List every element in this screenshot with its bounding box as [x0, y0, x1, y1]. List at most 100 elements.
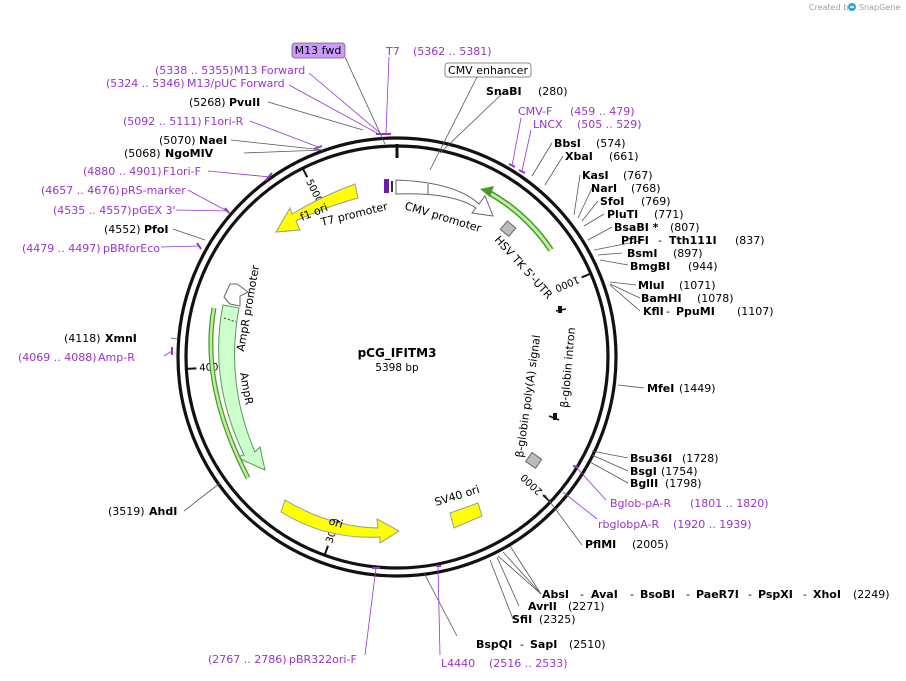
label-avai[interactable]: AvaI — [591, 588, 618, 601]
label-bspqi[interactable]: BspQI — [476, 638, 512, 651]
label-bglii-pos: (1798) — [665, 477, 702, 490]
feature-green-bar-top — [480, 186, 554, 252]
label-f1ori-f[interactable]: F1ori-F — [163, 165, 201, 178]
label-m13f-range: (5338 .. 5355) — [155, 64, 234, 77]
label-amp-r[interactable]: Amp-R — [98, 351, 135, 364]
label-pvuii[interactable]: PvuII — [229, 96, 260, 109]
label-bsabi-pos: (807) — [670, 221, 700, 234]
label-snabi[interactable]: SnaBI — [486, 85, 522, 98]
label-cmv-f[interactable]: CMV-F — [518, 105, 552, 118]
label-l4440-range: (2516 .. 2533) — [489, 657, 568, 670]
label-pfoi[interactable]: PfoI — [144, 223, 169, 236]
label-bsgi[interactable]: BsgI — [630, 465, 657, 478]
label-bglob-pa-r[interactable]: Bglob-pA-R — [610, 497, 672, 510]
feature-ampr-arrow — [208, 304, 266, 480]
label-pluti[interactable]: PluTI — [607, 208, 638, 221]
label-pflmi[interactable]: PflMI — [585, 538, 616, 551]
label-paer7i[interactable]: PaeR7I — [696, 588, 739, 601]
label-bamhi-pos: (1078) — [697, 292, 734, 305]
label-dash-sapi: - — [520, 638, 524, 651]
label-kasi[interactable]: KasI — [582, 169, 609, 182]
feature-bglobin-intron-marks — [548, 306, 567, 421]
feature-label-bglobin-polya: β-globin poly(A) signal — [513, 334, 543, 458]
label-pgex[interactable]: pGEX 3' — [132, 204, 176, 217]
feature-f1-ori-arrow — [275, 183, 359, 233]
label-t7-range: (5362 .. 5381) — [413, 45, 492, 58]
label-dash-avai: - — [580, 588, 584, 601]
label-rbglob-range: (1920 .. 1939) — [673, 518, 752, 531]
label-pflfi[interactable]: PflFI — [621, 234, 649, 247]
label-mlui-pos: (1071) — [679, 279, 716, 292]
label-m13-forward[interactable]: M13 Forward — [234, 64, 305, 77]
label-t7[interactable]: T7 — [385, 45, 400, 58]
label-kfli[interactable]: KflI — [643, 305, 664, 318]
label-bbsi[interactable]: BbsI — [554, 137, 581, 150]
feature-polya-box — [524, 451, 543, 470]
label-dash-ppumi: - — [666, 305, 670, 318]
feature-label-ori: ori — [327, 514, 344, 531]
label-pbrforeco[interactable]: pBRforEco — [103, 242, 160, 255]
label-tth111i[interactable]: Tth111I — [669, 234, 717, 247]
label-sfii[interactable]: SfiI — [512, 613, 532, 626]
label-pbr322ori-f[interactable]: pBR322ori-F — [289, 653, 357, 666]
label-xbai[interactable]: XbaI — [565, 150, 593, 163]
label-pspxi[interactable]: PspXI — [758, 588, 793, 601]
label-m13puc-range: (5324 .. 5346) — [106, 77, 185, 90]
label-xhoi[interactable]: XhoI — [813, 588, 841, 601]
label-dash-bsobi: - — [630, 588, 634, 601]
snapgene-logo-icon — [848, 3, 856, 11]
label-dash-tth111i: - — [658, 234, 662, 247]
svg-text:CMV enhancer: CMV enhancer — [448, 64, 528, 77]
label-naei-pos: (5070) — [159, 134, 196, 147]
label-ngomiv[interactable]: NgoMIV — [165, 147, 214, 160]
label-naei[interactable]: NaeI — [199, 134, 227, 147]
label-snabi-pos: (280) — [538, 85, 568, 98]
label-bsmi[interactable]: BsmI — [627, 247, 658, 260]
label-bsobi[interactable]: BsoBI — [640, 588, 675, 601]
m13-fwd-box[interactable]: M13 fwd — [291, 42, 346, 59]
label-sfoi-pos: (769) — [641, 195, 671, 208]
label-bsmi-pos: (897) — [673, 247, 703, 260]
label-bamhi[interactable]: BamHI — [641, 292, 682, 305]
label-rbglobpa-r[interactable]: rbglobpA-R — [598, 518, 659, 531]
label-tth111i-pos: (837) — [735, 234, 765, 247]
label-lncx[interactable]: LNCX — [533, 118, 563, 131]
feature-label-ampr: AmpR — [237, 371, 256, 406]
label-xmni-pos: (4118) — [64, 332, 101, 345]
label-l4440[interactable]: L4440 — [441, 657, 475, 670]
label-bsabi[interactable]: BsaBI * — [614, 221, 659, 234]
label-f1orif-range: (4880 .. 4901) — [83, 165, 162, 178]
snapgene-brand: SnapGene — [859, 3, 900, 12]
cmv-enhancer-box[interactable]: CMV enhancer — [444, 62, 532, 78]
label-avrii[interactable]: AvrII — [528, 600, 557, 613]
label-mfei[interactable]: MfeI — [647, 382, 674, 395]
label-sapi[interactable]: SapI — [530, 638, 557, 651]
label-mlui[interactable]: MluI — [638, 279, 665, 292]
label-bglii[interactable]: BglII — [630, 477, 658, 490]
label-kasi-pos: (767) — [623, 169, 653, 182]
label-ppumi-pos: (1107) — [737, 305, 774, 318]
label-f1ori-r[interactable]: F1ori-R — [204, 115, 244, 128]
label-bglob-range: (1801 .. 1820) — [690, 497, 769, 510]
label-bsu36i[interactable]: Bsu36I — [630, 452, 672, 465]
label-dash-xhoi: - — [803, 588, 807, 601]
label-nari[interactable]: NarI — [591, 182, 617, 195]
svg-text:M13 fwd: M13 fwd — [295, 44, 342, 57]
label-absi[interactable]: AbsI — [542, 588, 569, 601]
label-bbsi-pos: (574) — [596, 137, 626, 150]
label-ahdi[interactable]: AhdI — [149, 505, 177, 518]
plasmid-size: 5398 bp — [375, 362, 419, 374]
label-bspqi-pos: (2510) — [569, 638, 606, 651]
label-pflmi-pos: (2005) — [632, 538, 669, 551]
feature-ori-arrow — [280, 499, 400, 544]
plasmid-name: pCG_IFITM3 — [358, 346, 437, 361]
label-ahdi-pos: (3519) — [108, 505, 145, 518]
label-m13puc-forward[interactable]: M13/pUC Forward — [187, 77, 285, 90]
label-xmni[interactable]: XmnI — [105, 332, 137, 345]
label-bmgbi[interactable]: BmgBI — [630, 260, 670, 273]
label-sfoi[interactable]: SfoI — [600, 195, 624, 208]
label-xhoi-pos: (2249) — [853, 588, 890, 601]
label-prs-marker[interactable]: pRS-marker — [121, 184, 186, 197]
label-bsgi-pos: (1754) — [661, 465, 698, 478]
label-ppumi[interactable]: PpuMI — [676, 305, 715, 318]
